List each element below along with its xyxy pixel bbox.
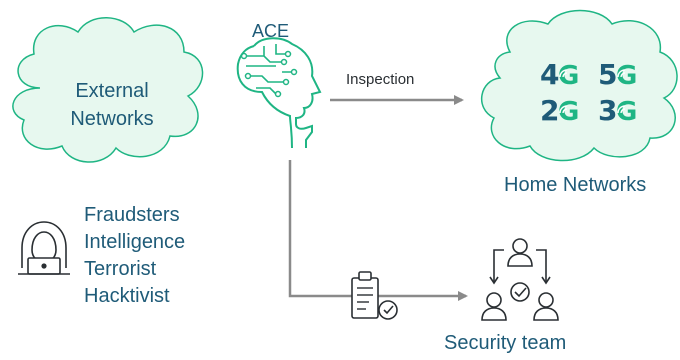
generation-badge-2G: 2G <box>540 94 579 127</box>
external-networks-label-line1: External <box>75 80 149 102</box>
threat-4: Hacktivist <box>84 285 170 307</box>
threat-1: Fraudsters <box>84 204 180 226</box>
inspection-label: Inspection <box>346 71 415 88</box>
home-networks-cloud <box>480 9 678 162</box>
generation-suffix: G <box>616 61 637 91</box>
security-team-label: Security team <box>444 332 567 354</box>
signal-arc <box>562 108 568 114</box>
external-networks-label-line2: Networks <box>70 108 154 130</box>
generation-digit: 4 <box>540 58 559 91</box>
generation-badge-5G: 5G <box>598 58 637 91</box>
generation-badge-3G: 3G <box>598 94 637 127</box>
signal-arc <box>559 105 568 114</box>
signal-arc <box>620 72 626 78</box>
hacker-icon <box>18 221 70 275</box>
signal-arc <box>617 69 626 78</box>
signal-arc <box>562 72 568 78</box>
report-checklist-icon <box>351 271 398 320</box>
generation-suffix: G <box>558 61 579 91</box>
threat-3: Terrorist <box>84 258 157 280</box>
generation-suffix: G <box>558 97 579 127</box>
signal-arc <box>559 69 568 78</box>
ai-head-icon <box>236 37 322 149</box>
security-team-icon <box>481 238 559 321</box>
signal-arc <box>620 108 626 114</box>
threat-2: Intelligence <box>84 231 186 253</box>
signal-arc <box>617 105 626 114</box>
generation-badge-4G: 4G <box>540 58 579 91</box>
generation-digit: 2 <box>540 94 559 127</box>
generation-digit: 3 <box>598 94 617 127</box>
ace-label: ACE <box>252 21 290 41</box>
home-networks-label: Home Networks <box>504 174 647 196</box>
generation-suffix: G <box>616 97 637 127</box>
external-networks-cloud <box>12 17 204 163</box>
generation-digit: 5 <box>598 58 617 91</box>
alert-connector <box>288 160 468 301</box>
